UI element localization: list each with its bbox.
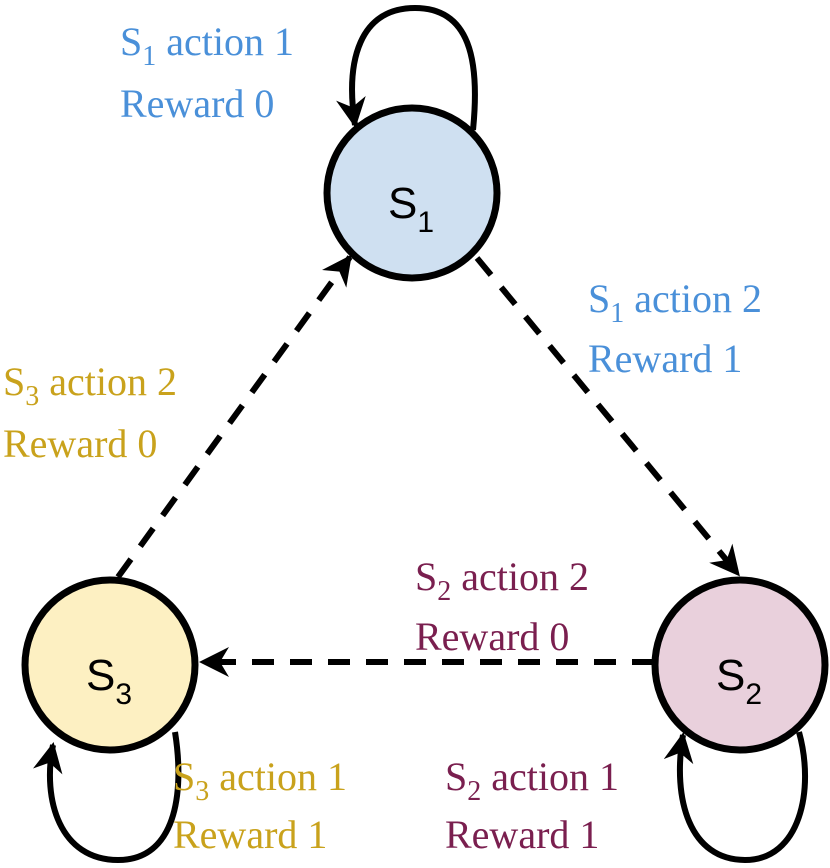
state-node-s1: S1 (323, 104, 501, 282)
svg-text:Reward 0: Reward 0 (120, 81, 274, 126)
state-node-s2: S2 (651, 576, 829, 754)
svg-text:Reward 1: Reward 1 (173, 812, 327, 857)
label-s1-to-s2: S1 action 2 Reward 1 (588, 276, 762, 381)
svg-text:Reward 0: Reward 0 (3, 421, 157, 466)
label-s1-self: S1 action 1 Reward 0 (120, 19, 294, 126)
label-s3-self: S3 action 1 Reward 1 (173, 754, 347, 857)
svg-text:Reward 1: Reward 1 (445, 812, 599, 857)
label-s2-self: S2 action 1 Reward 1 (445, 754, 619, 857)
label-s3-to-s1: S3 action 2 Reward 0 (3, 359, 177, 466)
svg-text:Reward 0: Reward 0 (415, 614, 569, 659)
s3-to-s1-arrow (115, 254, 353, 579)
s1-self-loop-arrow (336, 4, 478, 131)
svg-text:S1 action 2: S1 action 2 (588, 276, 762, 329)
s2-self-loop-arrow (663, 731, 808, 864)
s3-self-loop-arrow (33, 731, 182, 864)
svg-text:S2 action 2: S2 action 2 (415, 554, 589, 607)
svg-text:S3 action 2: S3 action 2 (3, 359, 177, 412)
svg-text:S3 action 1: S3 action 1 (173, 754, 347, 807)
label-s2-to-s3: S2 action 2 Reward 0 (415, 554, 589, 659)
s1-label: S1 (388, 179, 434, 239)
svg-text:Reward 1: Reward 1 (588, 336, 742, 381)
s1-to-s2-arrow (474, 256, 741, 577)
svg-text:S1 action 1: S1 action 1 (120, 19, 294, 72)
state-node-s3: S3 (21, 576, 199, 754)
svg-text:S2 action 1: S2 action 1 (445, 754, 619, 807)
s3-label: S3 (86, 651, 132, 711)
s2-label: S2 (716, 651, 762, 711)
